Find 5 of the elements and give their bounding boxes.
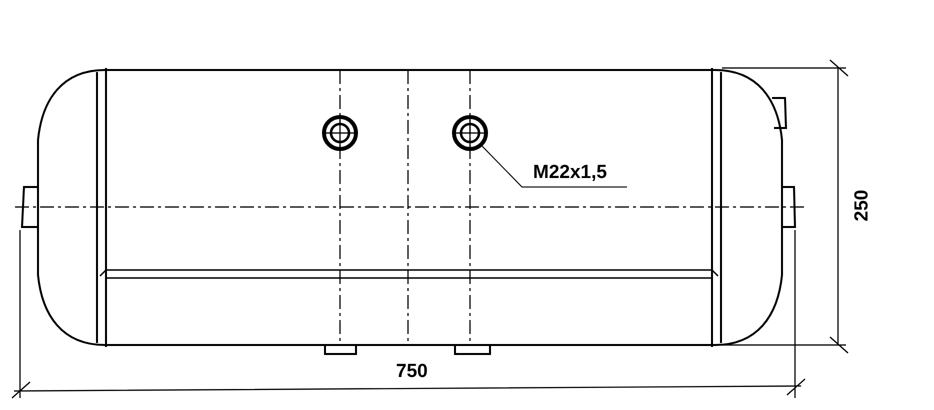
thread-label: M22x1,5: [533, 163, 607, 182]
dimension-value: 250: [852, 190, 872, 222]
port-fitting: [452, 115, 488, 151]
dimension-value: 750: [396, 362, 428, 381]
leader-line: [482, 146, 628, 188]
